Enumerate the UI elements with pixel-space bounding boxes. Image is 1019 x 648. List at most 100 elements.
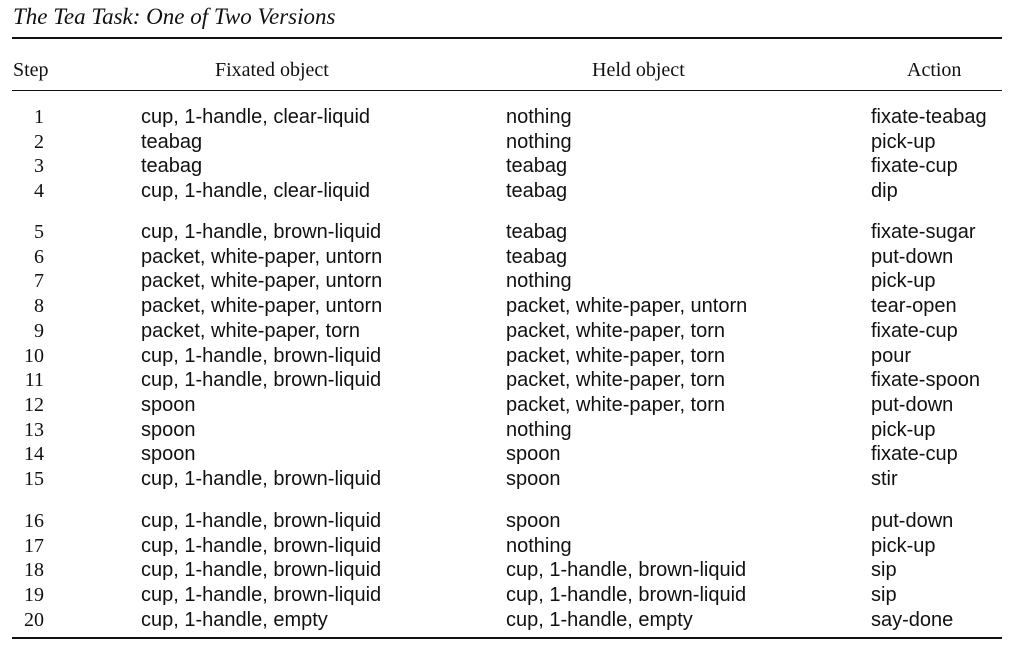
table-row: 2 teabag nothing pick-up <box>0 130 1019 155</box>
action-cell: pick-up <box>871 534 936 557</box>
top-rule <box>12 37 1002 39</box>
held-object-cell: nothing <box>506 418 572 441</box>
fixated-object-cell: cup, 1-handle, brown-liquid <box>141 584 382 607</box>
held-object-cell: cup, 1-handle, empty <box>506 608 693 631</box>
action-cell: dip <box>871 180 898 203</box>
step-cell: 8 <box>34 295 44 318</box>
action-cell: pour <box>871 344 912 367</box>
fixated-object-cell: teabag <box>141 155 203 178</box>
step-cell: 1 <box>34 106 44 128</box>
fixated-object-cell: cup, 1-handle, brown-liquid <box>141 468 382 490</box>
held-object-cell: packet, white-paper, untorn <box>506 295 748 318</box>
header-action: Action <box>907 59 962 81</box>
step-cell: 4 <box>34 180 44 203</box>
action-cell: say-done <box>871 608 954 631</box>
fixated-object-cell: cup, 1-handle, brown-liquid <box>141 344 382 367</box>
action-cell: sip <box>871 584 897 607</box>
header-held-object: Held object <box>592 59 685 81</box>
fixated-object-cell: cup, 1-handle, brown-liquid <box>141 534 382 557</box>
table-row: 15 cup, 1-handle, brown-liquid spoon stir <box>0 467 1019 492</box>
table-row: 6 packet, white-paper, untorn teabag put-do… <box>0 245 1019 270</box>
step-cell: 3 <box>34 155 44 178</box>
table-row: 19 cup, 1-handle, brown-liquid cup, 1-hand… <box>0 583 1019 608</box>
fixated-object-cell: cup, 1-handle, brown-liquid <box>141 221 382 243</box>
fixated-object-cell: teabag <box>141 130 203 153</box>
fixated-object-cell: packet, white-paper, untorn <box>141 270 383 293</box>
action-cell: fixate-sugar <box>871 221 976 243</box>
held-object-cell: nothing <box>506 106 572 128</box>
step-cell: 16 <box>24 510 44 532</box>
step-cell: 9 <box>34 319 44 342</box>
table-row: 12 spoon packet, white-paper, torn put-down <box>0 393 1019 418</box>
held-object-cell: packet, white-paper, torn <box>506 369 726 392</box>
held-object-cell: cup, 1-handle, brown-liquid <box>506 559 747 582</box>
table-row: 4 cup, 1-handle, clear-liquid teabag dip <box>0 179 1019 204</box>
table-row: 17 cup, 1-handle, brown-liquid nothing pick… <box>0 534 1019 559</box>
held-object-cell: nothing <box>506 130 572 153</box>
table-row: 13 spoon nothing pick-up <box>0 418 1019 443</box>
step-cell: 19 <box>24 584 44 607</box>
step-cell: 17 <box>24 534 44 557</box>
fixated-object-cell: cup, 1-handle, brown-liquid <box>141 559 382 582</box>
fixated-object-cell: cup, 1-handle, empty <box>141 608 328 631</box>
table-row: 3 teabag teabag fixate-cup <box>0 154 1019 179</box>
fixated-object-cell: cup, 1-handle, clear-liquid <box>141 180 371 203</box>
fixated-object-cell: spoon <box>141 418 196 441</box>
action-cell: pick-up <box>871 418 936 441</box>
action-cell: put-down <box>871 245 954 268</box>
bottom-rule <box>12 637 1002 639</box>
fixated-object-cell: packet, white-paper, torn <box>141 319 361 342</box>
table-row: 16 cup, 1-handle, brown-liquid spoon put-do… <box>0 509 1019 534</box>
action-cell: put-down <box>871 510 954 532</box>
step-cell: 7 <box>34 270 44 293</box>
fixated-object-cell: cup, 1-handle, brown-liquid <box>141 369 382 392</box>
held-object-cell: packet, white-paper, torn <box>506 393 726 416</box>
step-cell: 13 <box>24 418 44 441</box>
step-cell: 11 <box>24 369 44 392</box>
fixated-object-cell: cup, 1-handle, clear-liquid <box>141 106 371 128</box>
step-cell: 6 <box>34 245 44 268</box>
action-cell: sip <box>871 559 897 582</box>
step-cell: 20 <box>24 608 44 631</box>
fixated-object-cell: cup, 1-handle, brown-liquid <box>141 510 382 532</box>
fixated-object-cell: packet, white-paper, untorn <box>141 295 383 318</box>
held-object-cell: packet, white-paper, torn <box>506 319 726 342</box>
step-cell: 2 <box>34 130 44 153</box>
action-cell: stir <box>871 468 898 490</box>
action-cell: pick-up <box>871 130 936 153</box>
held-object-cell: teabag <box>506 221 568 243</box>
table-title: The Tea Task: One of Two Versions <box>13 4 336 29</box>
table-row: 11 cup, 1-handle, brown-liquid packet, whi… <box>0 368 1019 393</box>
action-cell: fixate-spoon <box>871 369 980 392</box>
table-row: 20 cup, 1-handle, empty cup, 1-handle, emp… <box>0 608 1019 633</box>
action-cell: tear-open <box>871 295 957 318</box>
held-object-cell: teabag <box>506 180 568 203</box>
action-cell: put-down <box>871 393 954 416</box>
action-cell: fixate-cup <box>871 443 958 466</box>
step-cell: 5 <box>34 221 44 243</box>
action-cell: fixate-cup <box>871 155 958 178</box>
held-object-cell: teabag <box>506 155 568 178</box>
held-object-cell: nothing <box>506 270 572 293</box>
step-cell: 12 <box>24 393 44 416</box>
held-object-cell: nothing <box>506 534 572 557</box>
held-object-cell: packet, white-paper, torn <box>506 344 726 367</box>
held-object-cell: spoon <box>506 510 561 532</box>
action-cell: fixate-cup <box>871 319 958 342</box>
held-object-cell: spoon <box>506 443 561 466</box>
header-step: Step <box>13 59 49 81</box>
table-row: 1 cup, 1-handle, clear-liquid nothing fixat… <box>0 105 1019 130</box>
step-cell: 15 <box>24 468 44 490</box>
held-object-cell: teabag <box>506 245 568 268</box>
action-cell: fixate-teabag <box>871 106 987 128</box>
held-object-cell: cup, 1-handle, brown-liquid <box>506 584 747 607</box>
held-object-cell: spoon <box>506 468 561 490</box>
fixated-object-cell: spoon <box>141 393 196 416</box>
fixated-object-cell: spoon <box>141 443 196 466</box>
fixated-object-cell: packet, white-paper, untorn <box>141 245 383 268</box>
